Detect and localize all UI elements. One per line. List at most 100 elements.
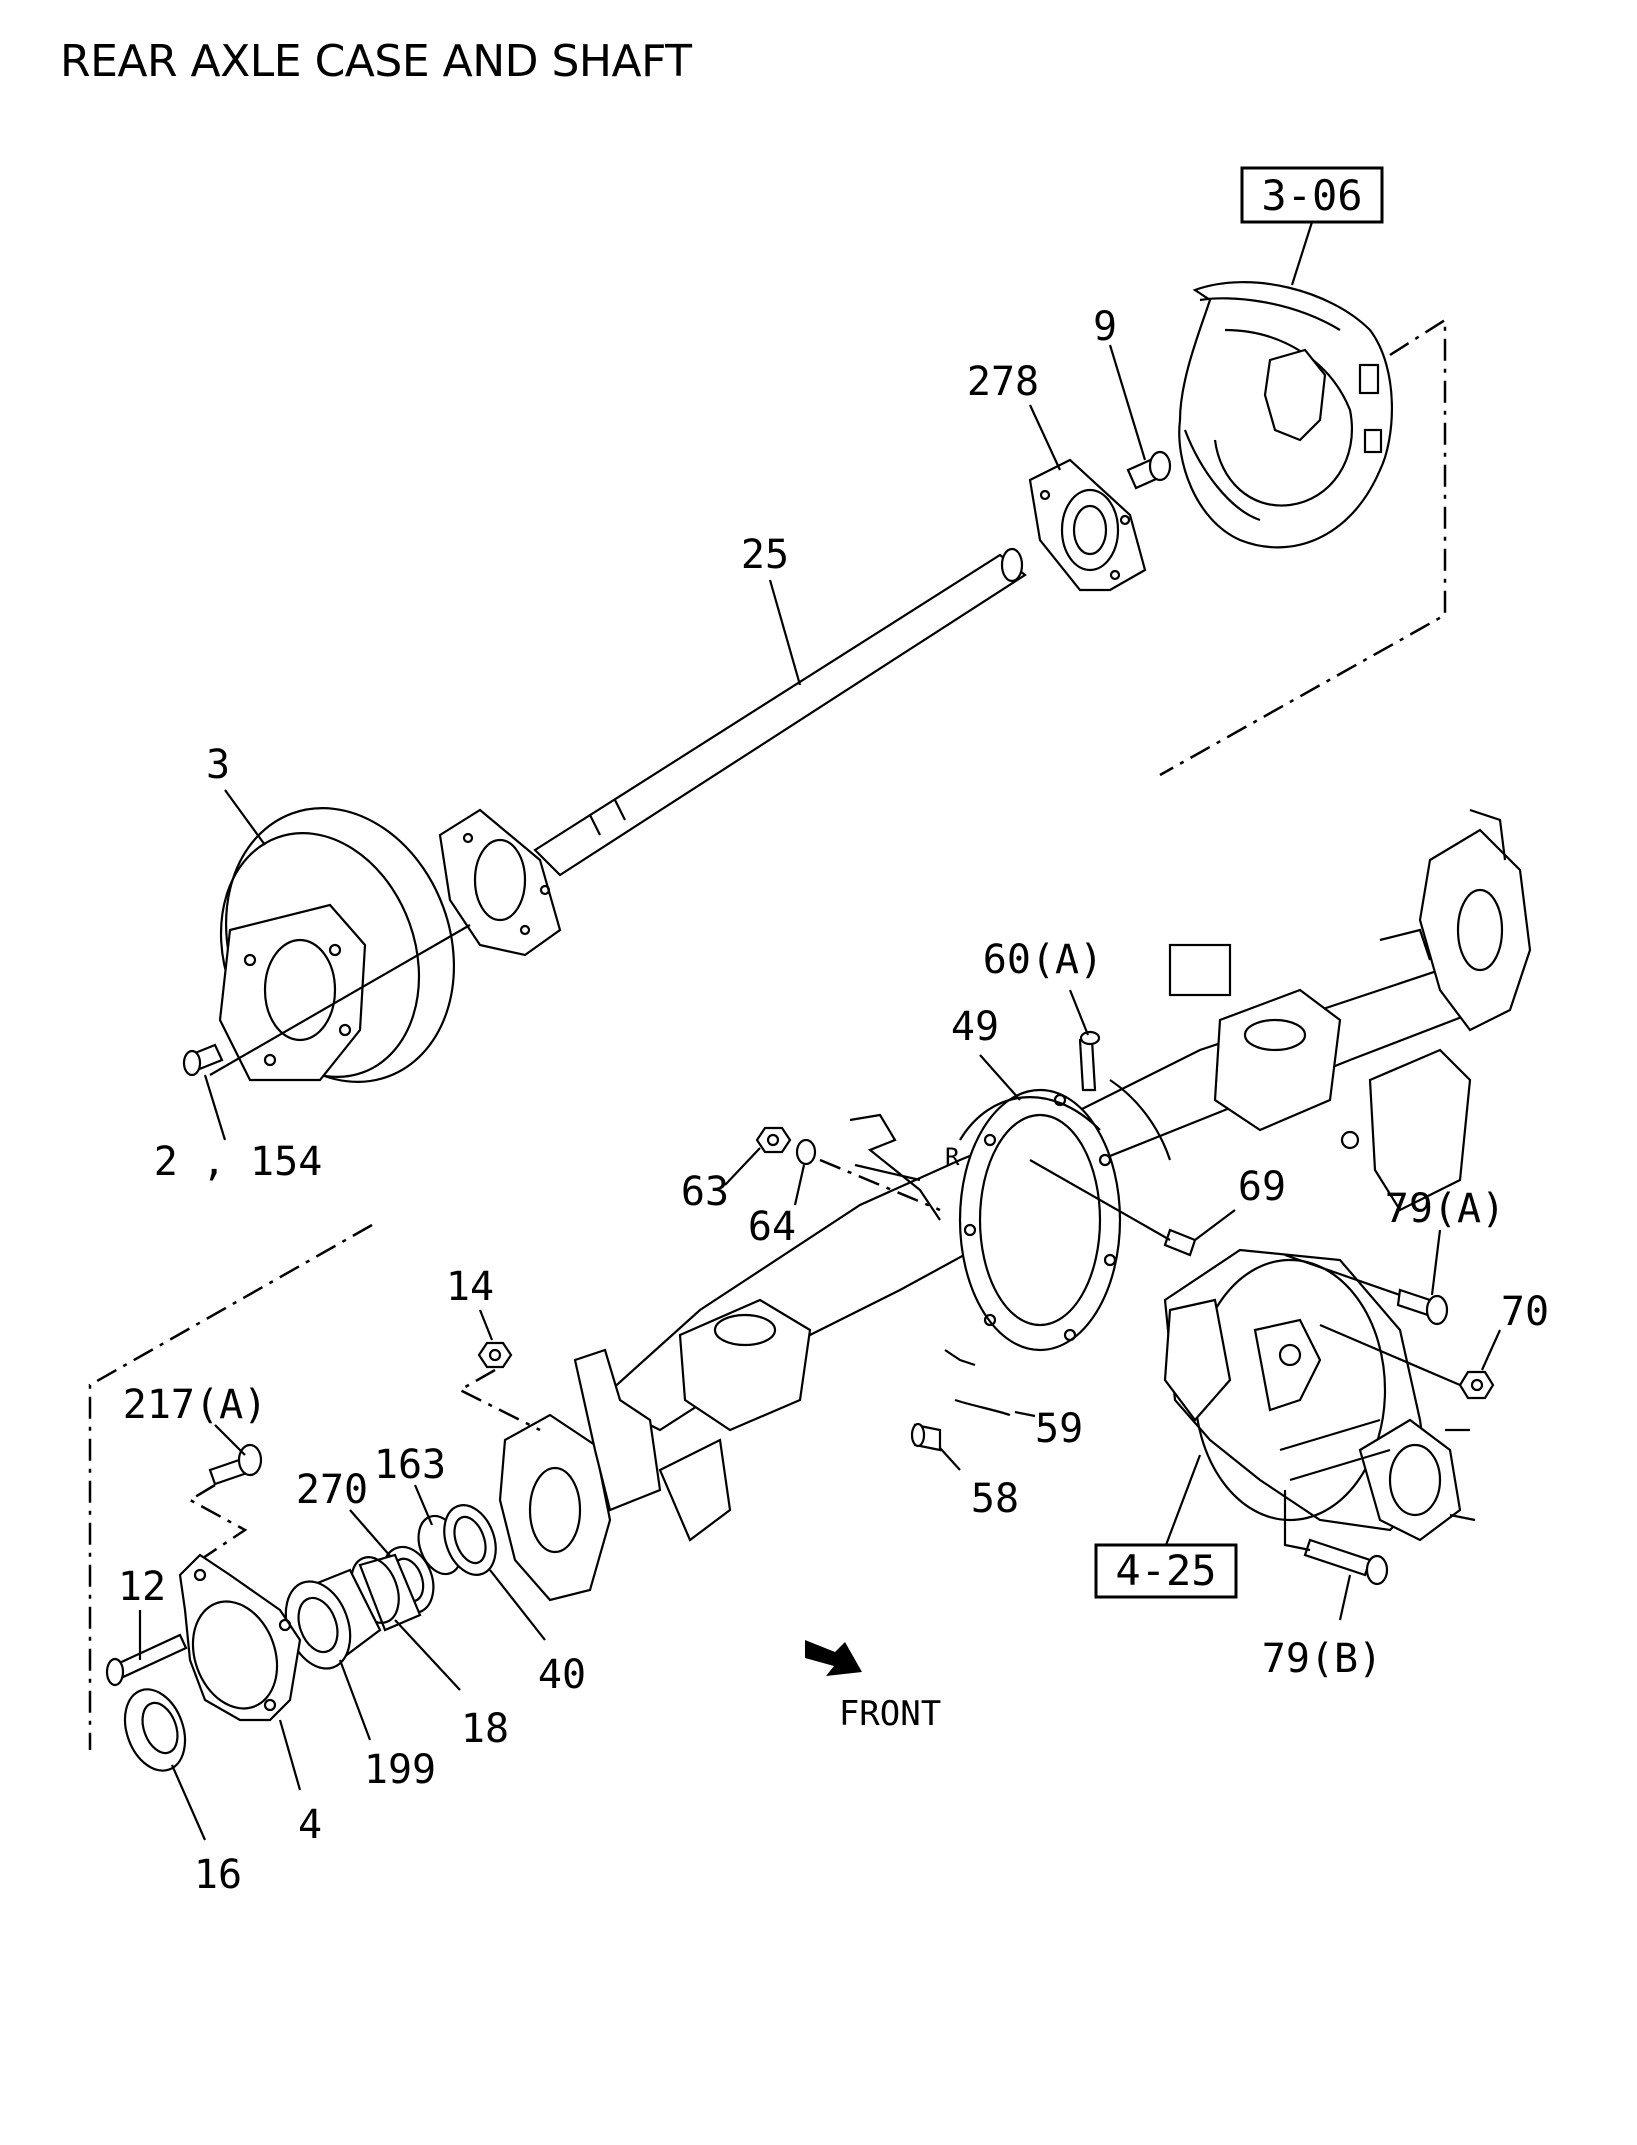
leader-58 [939, 1447, 961, 1471]
bearing-199 [284, 1568, 382, 1670]
spring-seat-right [1168, 943, 1342, 1132]
stud-69 [1163, 1228, 1197, 1257]
bolt-12 [105, 1633, 188, 1687]
nut-14 [477, 1341, 513, 1369]
callout-3: 3 [206, 742, 230, 788]
callout-278: 278 [967, 359, 1039, 405]
front-direction-label: FRONT [839, 1694, 941, 1734]
bearing-housing-4 [178, 1553, 302, 1722]
leader-69 [1194, 1209, 1236, 1241]
centerline-79b [1283, 1490, 1311, 1552]
leader-60a [1068, 989, 1090, 1036]
callout-217a: 217(A) [123, 1382, 268, 1428]
breather-60a [1078, 1030, 1101, 1092]
callout-25: 25 [741, 532, 789, 578]
ref-box-4-25[interactable]: 4-25 [1094, 1543, 1238, 1599]
assembly-frame-lower [88, 1223, 373, 1750]
callout-59: 59 [1035, 1406, 1083, 1452]
bracket-clip: R [849, 1113, 960, 1221]
leader-70 [1480, 1329, 1502, 1371]
brake-backing-plate [1178, 281, 1394, 549]
centerline-79a [1284, 1253, 1401, 1297]
leader-79a [1430, 1229, 1442, 1296]
axle-flange [438, 808, 562, 957]
page-title: REAR AXLE CASE AND SHAFT [60, 36, 692, 87]
leader-40 [489, 1569, 546, 1641]
leader-64 [793, 1164, 806, 1206]
retainer-278 [1028, 458, 1147, 592]
svg-text:4-25: 4-25 [1115, 1546, 1216, 1595]
callout-60a: 60(A) [983, 937, 1103, 983]
shaft-centerline [209, 924, 471, 1076]
leader-4 [278, 1719, 302, 1791]
differential-carrier [1163, 1248, 1476, 1542]
brake-disc-3 [218, 807, 456, 1083]
callout-49: 49 [951, 1004, 999, 1050]
svg-text:3-06: 3-06 [1261, 171, 1362, 220]
callout-163: 163 [374, 1442, 446, 1488]
callout-199: 199 [364, 1747, 436, 1793]
bolt-79b [1303, 1538, 1389, 1586]
brake-flange-right [1379, 808, 1532, 1032]
callout-79b: 79(B) [1262, 1636, 1382, 1682]
callout-16: 16 [194, 1852, 242, 1898]
bolt-217a [208, 1443, 263, 1486]
brake-flange-left [498, 1348, 732, 1602]
nut-63 [755, 1126, 792, 1154]
callout-63: 63 [681, 1169, 729, 1215]
dash-14-line [457, 1368, 541, 1432]
callout-40: 40 [538, 1652, 586, 1698]
leader-18 [394, 1619, 461, 1691]
assembly-frame-upper [1159, 317, 1447, 777]
plug-59 [954, 1398, 1011, 1417]
leader-278 [1029, 404, 1061, 471]
housing-tab [944, 1349, 976, 1367]
callout-4: 4 [298, 1802, 322, 1848]
leader-3 [224, 789, 266, 846]
front-arrow-icon [805, 1640, 862, 1676]
ring-40 [443, 1504, 497, 1576]
axle-shaft-25 [533, 547, 1027, 877]
callout-58: 58 [971, 1476, 1019, 1522]
shock-bracket-right [1340, 1048, 1472, 1212]
stud-2-154 [182, 1043, 224, 1077]
callout-70: 70 [1501, 1289, 1549, 1335]
bolt-9 [1126, 450, 1172, 490]
leader-4-25 [1164, 1454, 1202, 1546]
callout-9: 9 [1093, 304, 1117, 350]
leader-63 [724, 1147, 761, 1186]
leader-2-154 [203, 1074, 227, 1141]
callout-79a: 79(A) [1385, 1186, 1505, 1232]
drain-plug-58 [910, 1422, 942, 1452]
leader-9 [1108, 344, 1147, 461]
leader-199 [338, 1659, 372, 1741]
leader-3-06 [1290, 221, 1314, 286]
nut-70 [1458, 1370, 1495, 1400]
bolt-79a [1396, 1288, 1449, 1326]
dash-217a-line [187, 1483, 248, 1562]
dash-63-line [819, 1158, 941, 1212]
svg-text:R: R [945, 1143, 960, 1171]
leader-25 [768, 579, 802, 686]
washer-64 [795, 1138, 817, 1166]
leader-217a [214, 1424, 246, 1456]
leader-79b [1338, 1574, 1352, 1621]
callout-2-154: 2 , 154 [154, 1139, 323, 1185]
ref-box-3-06[interactable]: 3-06 [1240, 166, 1384, 224]
leader-163 [413, 1484, 434, 1526]
leader-59 [1014, 1410, 1036, 1418]
callout-18: 18 [461, 1706, 509, 1752]
stud-centerline [1029, 1159, 1171, 1241]
leader-14 [478, 1309, 494, 1341]
callout-12: 12 [118, 1564, 166, 1610]
seal-16 [123, 1688, 187, 1772]
callout-64: 64 [748, 1204, 796, 1250]
callout-14: 14 [446, 1264, 494, 1310]
leader-16 [170, 1764, 207, 1841]
leader-49 [979, 1054, 1021, 1101]
centerline-70 [1319, 1323, 1461, 1387]
spring-seat-left [678, 1298, 812, 1432]
callout-270: 270 [296, 1467, 368, 1513]
callout-69: 69 [1238, 1164, 1286, 1210]
